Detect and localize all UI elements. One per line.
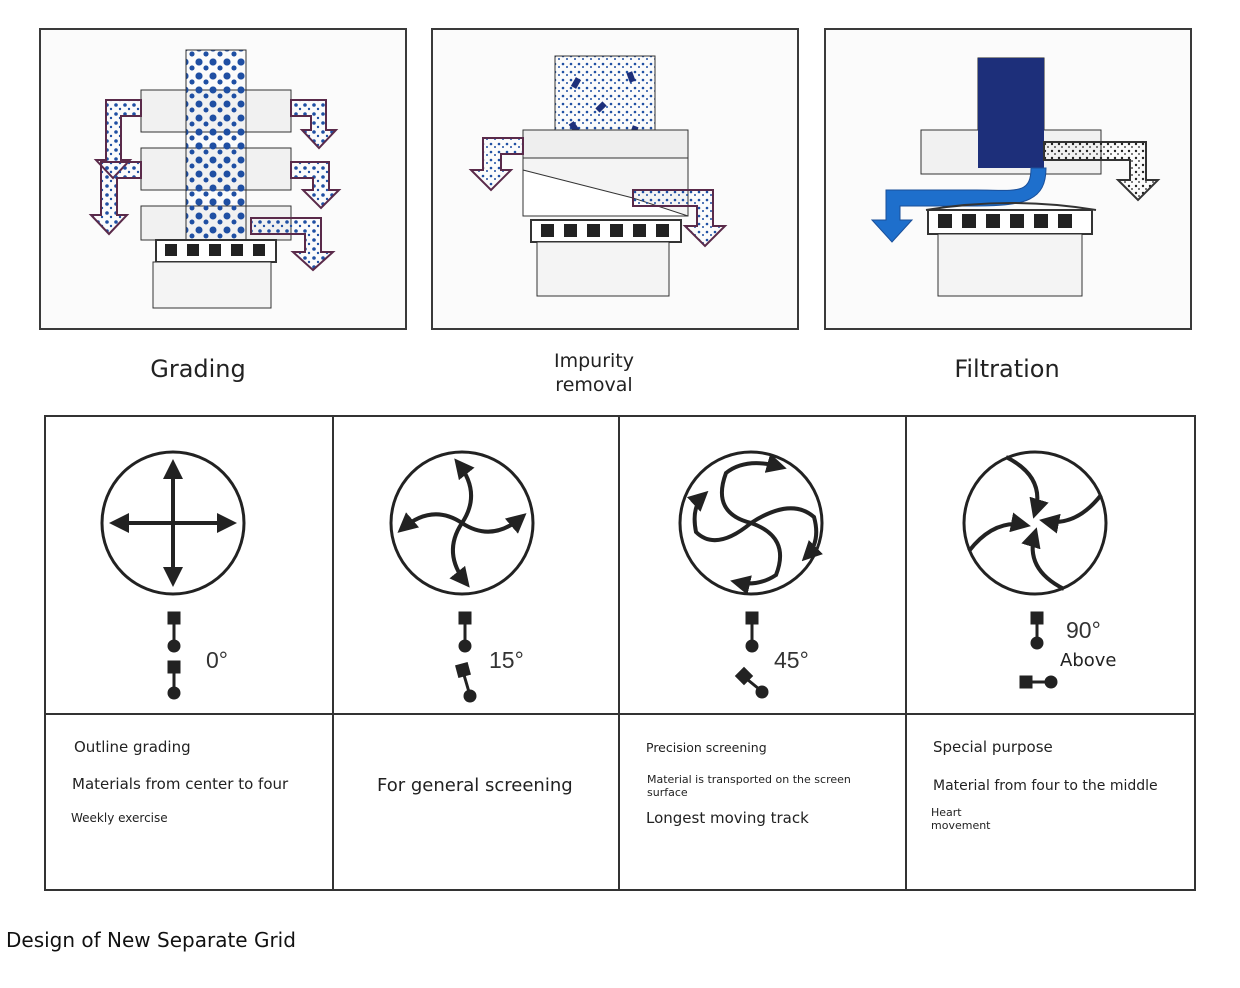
motion-grid: 0° 15° 45° 90° Above Outline grading Mat… [44,415,1196,891]
cell-4-line-1: Special purpose [933,738,1053,756]
impurity-removal-sieve-diagram [468,55,728,297]
weight-position-icon [734,611,769,699]
cell-3-line-1: Precision screening [646,740,767,755]
grading-sieve-diagram [88,49,342,309]
angle-label-15: 15° [489,647,524,673]
weight-position-icon [455,611,477,703]
motion-grid-lines [46,417,1194,889]
caption: Design of New Separate Grid [6,928,296,952]
grading-diagram-panel [39,28,407,330]
motion-arrows-icon [100,450,246,596]
impurity-removal-diagram-panel [431,28,799,330]
mode-label-impurity-removal: Impurity removal [554,350,634,396]
motion-arrows-icon [678,450,824,596]
angle-label-0: 0° [206,647,228,673]
filtration-sieve-diagram [870,57,1161,297]
cell-1-line-3: Weekly exercise [71,811,168,825]
motion-arrows-icon [389,450,535,596]
filtration-diagram-panel [824,28,1192,330]
cell-2-line-1: For general screening [377,775,573,796]
weight-position-icon [1019,611,1058,689]
cell-1-line-2: Materials from center to four [72,775,289,793]
cell-4-line-3: Heart movement [931,806,991,832]
mode-label-grading: Grading [150,355,246,383]
angle-label-90-extra: Above [1060,650,1117,671]
cell-1-line-1: Outline grading [74,738,191,756]
motion-arrows-icon [962,450,1108,596]
angle-label-90: 90° [1066,617,1101,643]
cell-4-line-2: Material from four to the middle [933,778,1158,794]
weight-position-icon [167,611,181,700]
mode-label-filtration: Filtration [954,355,1060,383]
cell-3-line-2: Material is transported on the screen su… [647,773,851,799]
cell-3-line-3: Longest moving track [646,809,809,827]
angle-label-45: 45° [774,647,809,673]
